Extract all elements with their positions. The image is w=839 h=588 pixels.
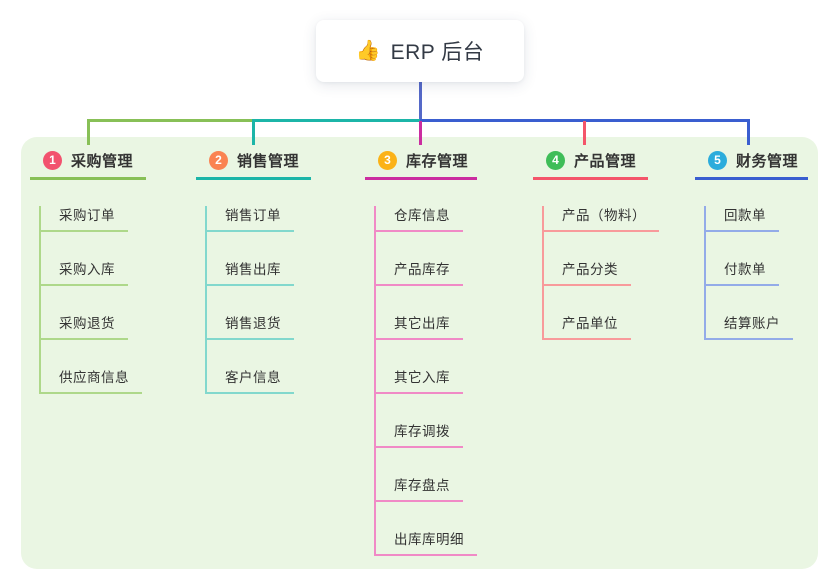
child-label: 付款单	[724, 262, 766, 277]
branch-number-badge: 4	[546, 151, 565, 170]
root-title: ERP 后台	[390, 41, 485, 64]
child-label: 产品分类	[562, 262, 618, 277]
child-node[interactable]: 库存调拨	[376, 422, 463, 448]
child-node[interactable]: 其它出库	[376, 314, 463, 340]
branch-title-label: 产品管理	[574, 153, 637, 170]
child-node[interactable]: 出库库明细	[376, 530, 477, 556]
branch-number-badge: 2	[209, 151, 228, 170]
branch-title-label: 库存管理	[406, 153, 469, 170]
branch-purchase: 1 采购管理 采购订单采购入库采购退货供应商信息	[30, 144, 146, 394]
branch-title-purchase[interactable]: 1 采购管理	[30, 144, 146, 180]
child-label: 产品单位	[562, 316, 618, 331]
branch-number-badge: 1	[43, 151, 62, 170]
child-label: 其它出库	[394, 316, 450, 331]
connector-trunk-middle	[253, 119, 420, 122]
branch-title-inventory[interactable]: 3 库存管理	[365, 144, 477, 180]
child-label: 销售退货	[225, 316, 281, 331]
child-label: 采购订单	[59, 208, 115, 223]
connector-drop-finance	[747, 119, 750, 145]
child-label: 仓库信息	[394, 208, 450, 223]
child-label: 销售订单	[225, 208, 281, 223]
child-node[interactable]: 产品单位	[544, 314, 631, 340]
branch-children-purchase: 采购订单采购入库采购退货供应商信息	[39, 206, 142, 394]
child-label: 库存调拨	[394, 424, 450, 439]
connector-drop-inventory	[419, 121, 422, 145]
child-label: 产品（物料）	[562, 208, 646, 223]
branches-panel	[21, 137, 818, 569]
branch-inventory: 3 库存管理 仓库信息产品库存其它出库其它入库库存调拨库存盘点出库库明细	[365, 144, 477, 556]
child-node[interactable]: 回款单	[706, 206, 779, 232]
child-node[interactable]: 结算账户	[706, 314, 793, 340]
branch-number-badge: 5	[708, 151, 727, 170]
child-node[interactable]: 其它入库	[376, 368, 463, 394]
child-node[interactable]: 产品分类	[544, 260, 631, 286]
branch-title-label: 销售管理	[237, 153, 300, 170]
connector-drop-product	[583, 121, 586, 145]
child-node[interactable]: 销售订单	[207, 206, 294, 232]
connector-trunk-right	[420, 119, 750, 122]
branch-number-badge: 3	[378, 151, 397, 170]
child-node[interactable]: 采购入库	[41, 260, 128, 286]
branch-sales: 2 销售管理 销售订单销售出库销售退货客户信息	[196, 144, 311, 394]
thumbs-up-icon: 👍	[355, 40, 381, 62]
branch-title-label: 采购管理	[71, 153, 134, 170]
child-node[interactable]: 采购订单	[41, 206, 128, 232]
child-node[interactable]: 采购退货	[41, 314, 128, 340]
child-label: 其它入库	[394, 370, 450, 385]
connector-trunk-left	[87, 119, 253, 122]
branch-children-sales: 销售订单销售出库销售退货客户信息	[205, 206, 294, 394]
child-node[interactable]: 库存盘点	[376, 476, 463, 502]
child-node[interactable]: 产品（物料）	[544, 206, 659, 232]
child-label: 客户信息	[225, 370, 281, 385]
branch-title-product[interactable]: 4 产品管理	[533, 144, 648, 180]
child-label: 出库库明细	[394, 532, 464, 547]
child-label: 结算账户	[724, 316, 780, 331]
branch-title-sales[interactable]: 2 销售管理	[196, 144, 311, 180]
connector-drop-sales	[252, 119, 255, 145]
child-label: 销售出库	[225, 262, 281, 277]
child-node[interactable]: 仓库信息	[376, 206, 463, 232]
child-node[interactable]: 供应商信息	[41, 368, 142, 394]
branch-product: 4 产品管理 产品（物料） 产品分类产品单位	[533, 144, 659, 340]
child-label: 库存盘点	[394, 478, 450, 493]
branch-finance: 5 财务管理 回款单付款单结算账户	[695, 144, 808, 340]
child-node[interactable]: 付款单	[706, 260, 779, 286]
child-label: 供应商信息	[59, 370, 129, 385]
connector-drop-purchase	[87, 119, 90, 145]
child-node[interactable]: 产品库存	[376, 260, 463, 286]
branch-children-product: 产品（物料） 产品分类产品单位	[542, 206, 659, 340]
root-node[interactable]: 👍 ERP 后台	[316, 20, 524, 82]
branch-title-finance[interactable]: 5 财务管理	[695, 144, 808, 180]
child-label: 采购入库	[59, 262, 115, 277]
child-label: 采购退货	[59, 316, 115, 331]
child-node[interactable]: 销售出库	[207, 260, 294, 286]
connector-root-stem	[419, 82, 422, 120]
child-label: 回款单	[724, 208, 766, 223]
branch-children-inventory: 仓库信息产品库存其它出库其它入库库存调拨库存盘点出库库明细	[374, 206, 477, 556]
child-label: 产品库存	[394, 262, 450, 277]
branch-children-finance: 回款单付款单结算账户	[704, 206, 793, 340]
child-node[interactable]: 销售退货	[207, 314, 294, 340]
child-node[interactable]: 客户信息	[207, 368, 294, 394]
branch-title-label: 财务管理	[736, 153, 799, 170]
